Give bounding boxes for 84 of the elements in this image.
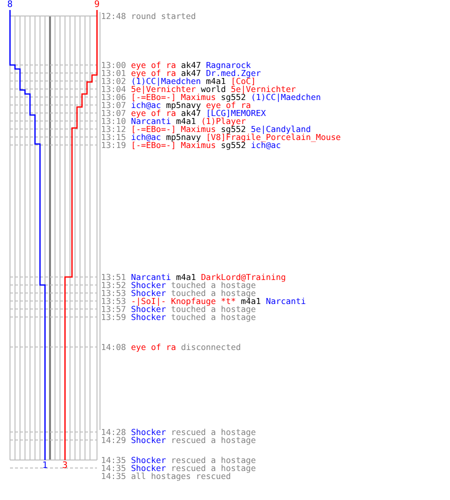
weapon-name: sg552 bbox=[220, 140, 246, 150]
event-text: rescued a hostage bbox=[170, 427, 256, 437]
weapon-name: mp5navy bbox=[166, 132, 201, 142]
weapon-name: sg552 bbox=[220, 124, 246, 134]
team-count: 1 bbox=[41, 462, 49, 471]
player-name: ich@ac bbox=[130, 100, 161, 110]
timestamp: 14:28 bbox=[101, 427, 126, 437]
player-name: Shocker bbox=[130, 288, 166, 298]
timestamp: 13:02 bbox=[101, 76, 126, 86]
player-name: DarkLord@Training bbox=[200, 272, 286, 282]
player-name: Shocker bbox=[130, 280, 166, 290]
player-name: Narcanti bbox=[266, 296, 306, 306]
event-text: rescued a hostage bbox=[170, 455, 256, 465]
timestamp: 13:04 bbox=[101, 84, 126, 94]
player-name: eye of ra bbox=[130, 108, 176, 118]
timestamp: 13:53 bbox=[101, 288, 126, 298]
team-count: 9 bbox=[93, 1, 101, 10]
timestamp: 14:29 bbox=[101, 435, 126, 445]
timestamp: 13:10 bbox=[101, 116, 126, 126]
player-name: (1)Player bbox=[200, 116, 246, 126]
event-text: disconnected bbox=[180, 342, 241, 352]
player-name: Shocker bbox=[130, 455, 166, 465]
event-text: all hostages rescued bbox=[130, 471, 231, 481]
player-name: [-=EBo=-] Maximus bbox=[130, 140, 216, 150]
player-name: Narcanti bbox=[130, 116, 171, 126]
player-name: [V8]Fragile_Porcelain_Mouse bbox=[206, 132, 341, 142]
event-text: touched a hostage bbox=[170, 280, 256, 290]
timestamp: 14:35 bbox=[101, 463, 126, 473]
timestamp: 13:00 bbox=[101, 60, 126, 70]
event-text: round started bbox=[130, 11, 196, 21]
player-name: [-=EBo=-] Maximus bbox=[130, 124, 216, 134]
timestamp: 13:07 bbox=[101, 100, 126, 110]
timestamp: 13:07 bbox=[101, 108, 126, 118]
weapon-name: m4a1 bbox=[176, 272, 196, 282]
timestamp: 14:35 bbox=[101, 455, 126, 465]
player-name: Narcanti bbox=[130, 272, 171, 282]
timestamp: 12:48 bbox=[101, 11, 126, 21]
timestamp: 13:51 bbox=[101, 272, 126, 282]
timestamp: 13:57 bbox=[101, 304, 126, 314]
player-name: -|SoI|- Knopfauge *t* bbox=[130, 296, 236, 306]
team-count: 3 bbox=[61, 462, 69, 471]
timestamp: 13:01 bbox=[101, 68, 126, 78]
event-text: rescued a hostage bbox=[170, 463, 256, 473]
timestamp: 14:35 bbox=[101, 471, 126, 481]
player-name: Shocker bbox=[130, 463, 166, 473]
weapon-name: m4a1 bbox=[176, 116, 196, 126]
timestamp: 13:59 bbox=[101, 312, 126, 322]
player-name: eye of ra bbox=[206, 100, 251, 110]
timestamp: 13:52 bbox=[101, 280, 126, 290]
player-name: Shocker bbox=[130, 312, 166, 322]
event-text: touched a hostage bbox=[170, 312, 256, 322]
player-name: (1)CC|Maedchen bbox=[250, 92, 321, 102]
weapon-name: world bbox=[200, 84, 226, 94]
player-name: Shocker bbox=[130, 435, 166, 445]
player-name: [-=EBo=-] Maximus bbox=[130, 92, 216, 102]
weapon-name: mp5navy bbox=[166, 100, 201, 110]
timestamp: 14:08 bbox=[101, 342, 126, 352]
timestamp: 13:19 bbox=[101, 140, 126, 150]
player-name: [CoC] bbox=[230, 76, 256, 86]
player-name: Ragnarock bbox=[206, 60, 251, 70]
player-name: ich@ac bbox=[250, 140, 281, 150]
timestamp: 13:06 bbox=[101, 92, 126, 102]
player-name: Shocker bbox=[130, 427, 166, 437]
player-name: (1)CC|Maedchen bbox=[130, 76, 201, 86]
event-text: rescued a hostage bbox=[170, 435, 256, 445]
team-count: 8 bbox=[6, 1, 14, 10]
player-name: [LCG]MEMOREX bbox=[206, 108, 266, 118]
weapon-name: ak47 bbox=[180, 68, 201, 78]
timestamp: 13:15 bbox=[101, 132, 126, 142]
weapon-name: ak47 bbox=[180, 60, 201, 70]
weapon-name: ak47 bbox=[180, 108, 201, 118]
player-name: Shocker bbox=[130, 304, 166, 314]
player-name: 5e|Vernichter bbox=[130, 84, 196, 94]
player-name: 5e|Candyland bbox=[250, 124, 311, 134]
event-text: touched a hostage bbox=[170, 288, 256, 298]
player-name: Dr.med.Zger bbox=[206, 68, 261, 78]
weapon-name: sg552 bbox=[220, 92, 246, 102]
timestamp: 13:12 bbox=[101, 124, 126, 134]
player-name: 5e|Vernichter bbox=[230, 84, 296, 94]
weapon-name: m4a1 bbox=[206, 76, 226, 86]
player-name: eye of ra bbox=[130, 342, 176, 352]
player-name: ich@ac bbox=[130, 132, 161, 142]
timestamp: 13:53 bbox=[101, 296, 126, 306]
player-name: eye of ra bbox=[130, 60, 176, 70]
